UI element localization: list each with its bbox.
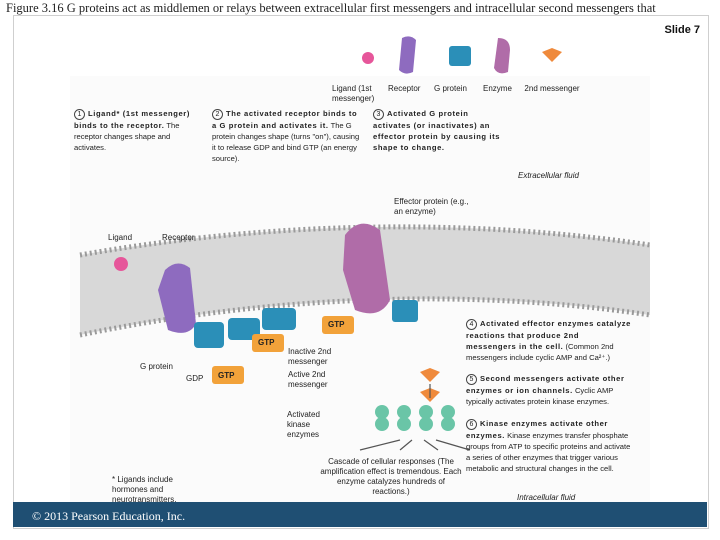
gdp-label: GDP: [186, 374, 204, 383]
ligand-label: Ligand: [108, 233, 133, 242]
step-6-number: 6: [466, 418, 477, 430]
step-1-number: 1: [74, 108, 85, 120]
effector-protein: [343, 223, 390, 314]
copyright-text: © 2013 Pearson Education, Inc.: [32, 509, 186, 523]
footnote: * Ligands include hormones and neurotran…: [112, 475, 177, 504]
intracellular-label: Intracellular fluid: [517, 493, 576, 502]
copyright-bar: [13, 502, 707, 527]
step-2-title: The activated receptor binds to a G prot…: [212, 109, 358, 130]
step-5-text: Cyclic AMP typically activates protein k…: [466, 385, 614, 406]
gprotein-active: [262, 308, 296, 330]
step-6-title: Kinase enzymes activate other enzymes.: [466, 419, 608, 440]
legend-ligand-icon: [362, 52, 374, 64]
gtp-label-2: GTP: [328, 320, 345, 329]
slide-number: Slide 7: [664, 24, 700, 36]
receptor-protein: [158, 263, 196, 333]
legend-enzyme-label: Enzyme: [483, 84, 512, 93]
gprotein-inactive: [194, 322, 224, 348]
legend-ligand-label: Ligand (1st messenger): [332, 84, 375, 103]
step-2-text: The G protein changes shape (turns "on")…: [212, 120, 360, 163]
active-2nd-messenger-label: Active 2nd messenger: [288, 370, 328, 389]
step-3-number: 3: [373, 108, 384, 120]
gdp-tag-label: GTP: [218, 371, 235, 380]
receptor-label: Receptor: [162, 233, 195, 242]
gdp-tag: [212, 366, 244, 384]
gtp-label-1: GTP: [258, 338, 275, 347]
step-4-number: 4: [466, 318, 477, 330]
gprotein-subunit: [228, 318, 260, 340]
step-4-text: (Common 2nd messengers include cyclic AM…: [466, 341, 614, 362]
gtp-tag-1: [252, 334, 284, 352]
step-4-title: Activated effector enzymes catalyze reac…: [466, 319, 631, 351]
extracellular-label: Extracellular fluid: [518, 171, 579, 180]
step-5-number: 5: [466, 373, 477, 385]
gprotein-label: G protein: [140, 362, 173, 371]
arrows: [359, 384, 471, 451]
step-6-text: Kinase enzymes transfer phosphate groups…: [466, 430, 631, 473]
legend-receptor-icon: [399, 36, 416, 74]
kinase-cluster: [375, 405, 455, 431]
ligand-molecule: [114, 257, 128, 271]
effector-label: Effector protein (e.g., an enzyme): [394, 197, 469, 216]
cascade-label: Cascade of cellular responses (The ampli…: [320, 457, 462, 496]
kinase-label: Activated kinase enzymes: [287, 410, 320, 439]
step-1-text: The receptor changes shape and activates…: [74, 120, 180, 152]
inactive-2nd-messenger-label: Inactive 2nd messenger: [288, 347, 332, 366]
legend-enzyme-icon: [494, 38, 510, 74]
legend-gprotein-label: G protein: [434, 84, 467, 93]
step-5-title: Second messengers activate other enzymes…: [466, 374, 625, 395]
step-3-title: Activated G protein activates (or inacti…: [373, 109, 501, 152]
step-1-title: Ligand* (1st messenger) binds to the rec…: [74, 109, 190, 130]
legend-receptor-label: Receptor: [388, 84, 421, 93]
effector-gprotein: [392, 300, 418, 322]
legend-2nd-messenger-label: 2nd messenger: [524, 84, 580, 93]
gtp-tag-2: [322, 316, 354, 334]
step-2-number: 2: [212, 108, 223, 120]
inactive-2nd-messenger: [420, 368, 440, 382]
legend-2nd-messenger-icon: [542, 48, 562, 62]
legend-gprotein-icon: [449, 46, 471, 66]
figure-caption: Figure 3.16 G proteins act as middlemen …: [6, 1, 656, 15]
